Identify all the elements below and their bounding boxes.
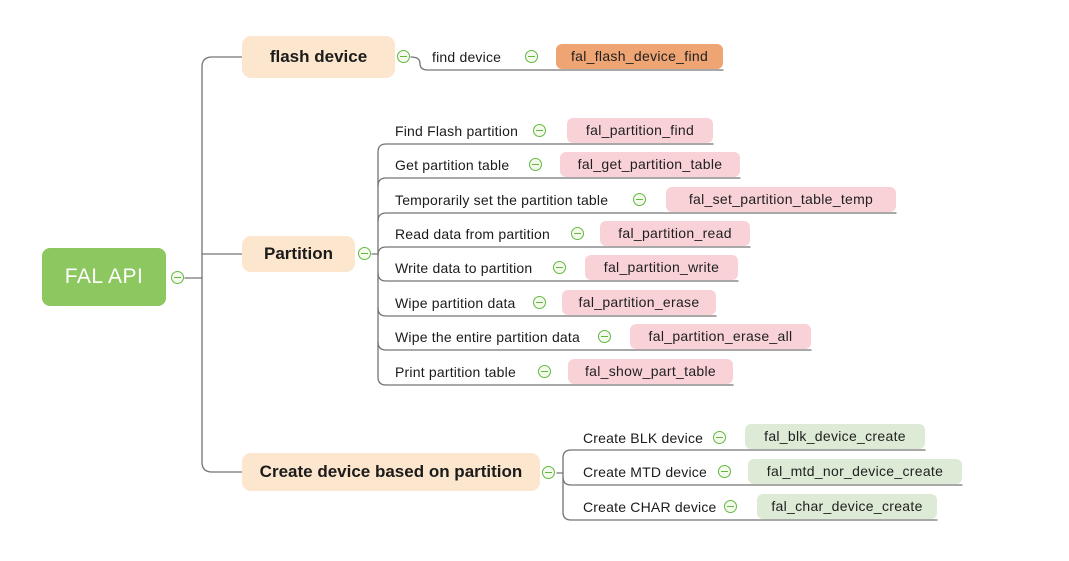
collapse-minus-icon[interactable]	[553, 261, 566, 274]
child-topic-label[interactable]: Read data from partition	[395, 226, 550, 242]
api-name-node[interactable]: fal_partition_read	[600, 221, 750, 246]
child-topic-label[interactable]: Find Flash partition	[395, 123, 519, 139]
collapse-minus-icon[interactable]	[724, 500, 737, 513]
child-topic-label[interactable]: Create CHAR device	[583, 499, 717, 515]
collapse-minus-icon[interactable]	[533, 124, 546, 137]
collapse-minus-icon[interactable]	[571, 227, 584, 240]
api-name-node[interactable]: fal_char_device_create	[757, 494, 937, 519]
collapse-minus-icon[interactable]	[713, 431, 726, 444]
branch-node-partition[interactable]: Partition	[242, 236, 355, 272]
api-name-node[interactable]: fal_get_partition_table	[560, 152, 740, 177]
api-name-node[interactable]: fal_partition_write	[585, 255, 738, 280]
child-topic-label[interactable]: Print partition table	[395, 364, 516, 380]
child-topic-label[interactable]: Get partition table	[395, 157, 510, 173]
connector-line	[377, 143, 387, 386]
child-topic-label[interactable]: Write data to partition	[395, 260, 533, 276]
api-name-node[interactable]: fal_flash_device_find	[556, 44, 723, 69]
api-name-node[interactable]: fal_partition_erase_all	[630, 324, 811, 349]
collapse-minus-icon[interactable]	[533, 296, 546, 309]
child-topic-label[interactable]: Create BLK device	[583, 430, 704, 446]
api-name-node[interactable]: fal_show_part_table	[568, 359, 733, 384]
branch-node-flash-device[interactable]: flash device	[242, 36, 395, 78]
collapse-minus-icon[interactable]	[538, 365, 551, 378]
api-name-node[interactable]: fal_set_partition_table_temp	[666, 187, 896, 212]
connector-line	[377, 177, 741, 187]
root-node[interactable]: FAL API	[42, 248, 166, 306]
collapse-minus-icon[interactable]	[397, 50, 410, 63]
collapse-minus-icon[interactable]	[358, 247, 371, 260]
branch-node-create-device[interactable]: Create device based on partition	[242, 453, 540, 491]
api-name-node[interactable]: fal_partition_erase	[562, 290, 716, 315]
collapse-minus-icon[interactable]	[542, 466, 555, 479]
api-name-node[interactable]: fal_blk_device_create	[745, 424, 925, 449]
child-topic-label[interactable]: Create MTD device	[583, 464, 707, 480]
collapse-minus-icon[interactable]	[633, 193, 646, 206]
connector-line	[201, 56, 243, 473]
collapse-minus-icon[interactable]	[598, 330, 611, 343]
collapse-minus-icon[interactable]	[525, 50, 538, 63]
connector-line	[377, 212, 897, 222]
child-topic-label[interactable]: Temporarily set the partition table	[395, 192, 609, 208]
collapse-minus-icon[interactable]	[718, 465, 731, 478]
collapse-minus-icon[interactable]	[529, 158, 542, 171]
child-topic-label[interactable]: Wipe partition data	[395, 295, 516, 311]
collapse-minus-icon[interactable]	[171, 271, 184, 284]
connector-line	[562, 449, 572, 521]
connector-line	[377, 246, 751, 256]
child-topic-label[interactable]: find device	[432, 49, 502, 65]
api-name-node[interactable]: fal_mtd_nor_device_create	[748, 459, 962, 484]
api-name-node[interactable]: fal_partition_find	[567, 118, 713, 143]
child-topic-label[interactable]: Wipe the entire partition data	[395, 329, 580, 345]
